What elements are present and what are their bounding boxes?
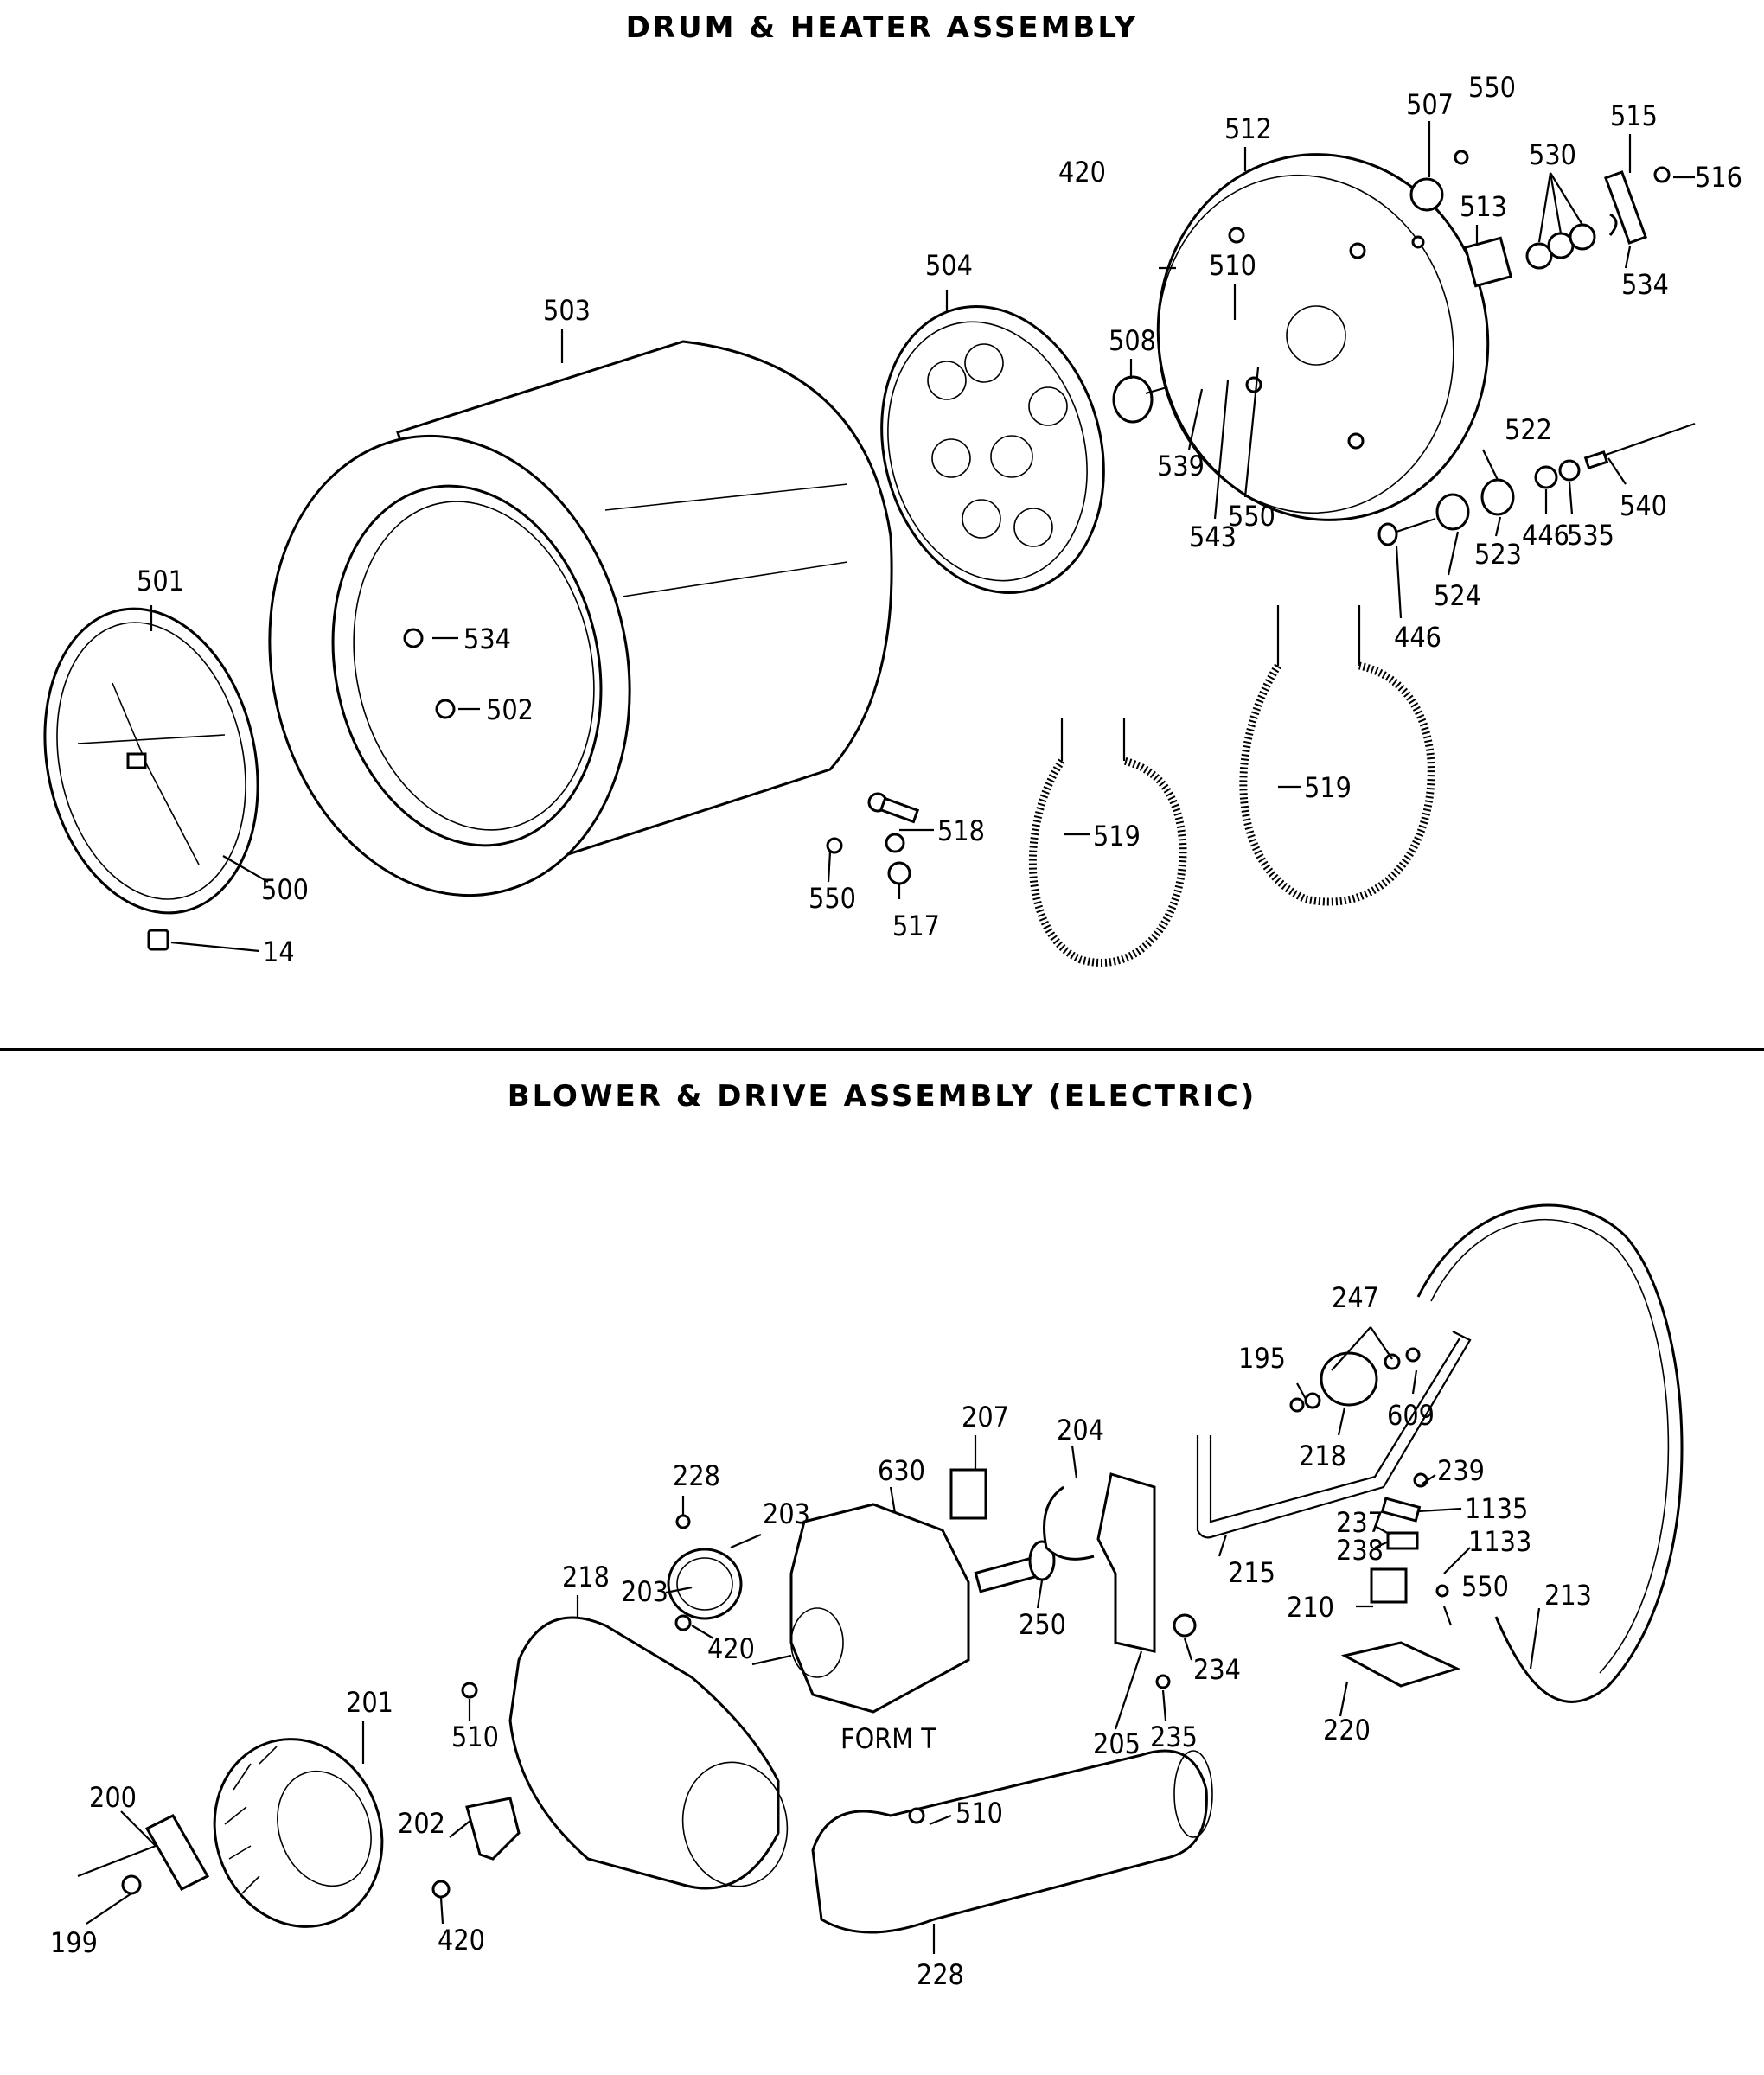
rear-panel-part [880,305,1105,594]
callout-215: 215 [1228,1556,1275,1589]
drum-callout-labels: 501 500 14 503 504 508 510 512 507 550 5… [137,71,1742,968]
blower-drive-title: BLOWER & DRIVE ASSEMBLY (ELECTRIC) [507,1079,1257,1114]
callout-510-duct: 510 [956,1797,1003,1829]
callout-540: 543 [1189,520,1237,553]
callout-420-top: 420 [1058,156,1106,188]
callout-446-upper: 446 [1522,519,1569,552]
callout-515: 515 [1610,99,1658,132]
callout-446-lower: 446 [1394,621,1441,654]
callout-534: 534 [463,622,511,655]
callout-550-top: 550 [1468,71,1516,104]
front-ring-part [43,607,259,915]
section-divider [0,1048,1764,1051]
blower-bracket-part [121,1797,521,1899]
blower-callouts [77,1326,1541,1954]
callout-204: 204 [1057,1414,1104,1446]
callout-520: 522 [1505,413,1552,446]
motor-part [751,1468,1197,1714]
callout-237: 237 [1336,1506,1384,1539]
callout-228: 228 [917,1958,964,1991]
thermostat-hardware-part [1409,150,1671,288]
callout-234: 234 [1193,1653,1241,1686]
exhaust-duct-part [811,1749,1213,1934]
callout-216: 218 [1299,1440,1346,1472]
heater-coil-small-part [1028,718,1187,967]
callout-519-right: 519 [1304,771,1352,804]
callout-543: 550 [1228,500,1275,533]
callout-508: 508 [1109,324,1156,357]
callout-503: 503 [543,294,591,327]
callout-203-upper: 203 [763,1497,810,1530]
callout-510: 510 [1209,249,1256,282]
callout-523: 530 [1529,138,1576,171]
callout-200: 200 [89,1781,137,1814]
callout-502: 502 [486,693,534,726]
callout-501: 501 [137,565,184,597]
drum-part [268,340,893,897]
blower-housing-part [461,1616,789,1890]
callout-530: 535 [1567,519,1614,552]
callout-517: 517 [892,910,940,942]
callout-201: 201 [346,1686,393,1719]
callout-550-bracket: 550 [808,882,856,915]
callout-521: 523 [1474,538,1522,571]
callout-550-lower: 550 [1461,1570,1509,1603]
callout-512: 512 [1224,112,1272,145]
callout-205: 205 [1093,1727,1141,1760]
callout-207: 207 [962,1401,1009,1433]
clip-14-part [147,929,169,951]
callout-195: 195 [1238,1342,1286,1375]
callout-420-bracket: 420 [438,1924,485,1957]
callout-238: 238 [1336,1534,1384,1567]
callout-202: 202 [398,1807,445,1840]
callout-220: 228 [673,1459,720,1492]
blower-callout-labels: 247 195 609 218 215 239 1135 237 238 113… [50,1281,1592,1991]
callout-513: 513 [1460,190,1507,223]
callout-519-left: 519 [1093,820,1141,852]
callout-14: 14 [263,935,295,968]
callout-500: 500 [261,873,309,906]
callout-250: 250 [1019,1608,1066,1641]
callout-504: 504 [925,249,973,282]
callout-535: 540 [1620,489,1667,522]
drive-belt-part [1416,1204,1684,1703]
callout-539: 539 [1157,450,1205,482]
heater-coil-large-part [1239,605,1435,906]
callout-507: 507 [1406,88,1454,121]
callout-609: 609 [1387,1399,1435,1432]
callout-239: 239 [1437,1454,1485,1487]
rear-bulkhead-part [1156,153,1490,521]
callout-518: 518 [937,814,985,847]
callout-213: 213 [1544,1579,1592,1612]
drum-callouts [150,121,1695,953]
callout-510-housing: 510 [451,1721,499,1753]
callout-235: 235 [1150,1721,1198,1753]
callout-203-lower: 203 [621,1575,668,1608]
callout-217: 220 [1323,1714,1371,1746]
callout-247: 247 [1332,1281,1379,1314]
drum-heater-title: DRUM & HEATER ASSEMBLY [625,10,1139,45]
callout-524: 534 [1621,268,1669,301]
terminal-hardware-part [1377,422,1696,546]
callout-1135: 1135 [1465,1492,1528,1525]
callout-630: 630 [878,1454,925,1487]
callout-420-motor: 420 [707,1632,755,1665]
belt-switch-part [1340,1472,1461,1688]
callout-516: 516 [1695,161,1742,194]
callout-218: 218 [562,1561,610,1593]
motor-form-note: FORM T [840,1722,936,1755]
callout-1133: 1133 [1468,1525,1531,1558]
heater-bracket-part [826,792,920,885]
blower-wheel-part [213,1738,384,1928]
callout-199: 199 [50,1926,98,1959]
motor-strap-part [667,1514,743,1631]
callout-210: 210 [1287,1591,1334,1624]
callout-522: 524 [1434,579,1481,612]
